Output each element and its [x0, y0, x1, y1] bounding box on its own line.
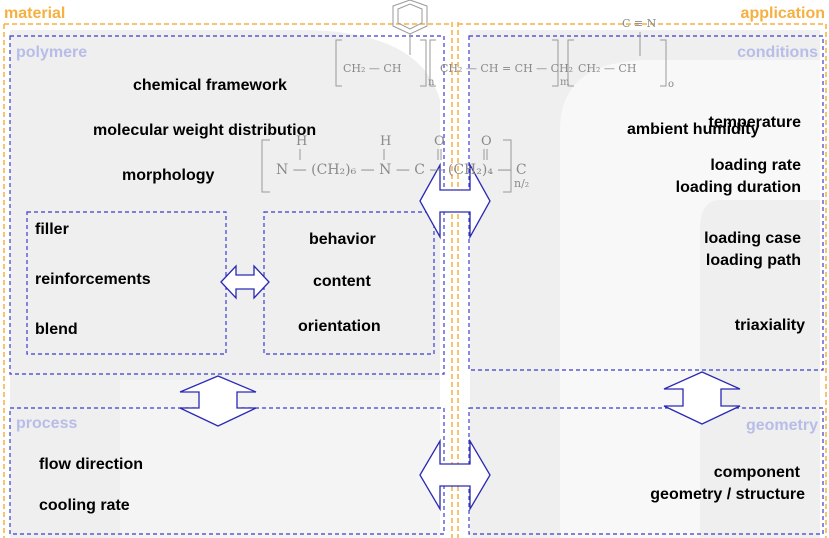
additives-item: blend — [35, 321, 78, 338]
conditions-box — [468, 35, 824, 371]
nylon-chain: N — (CH₂)₆ — N — C — (CH₂)₄ — C — [276, 162, 527, 178]
geometry-heading: geometry — [745, 417, 818, 434]
formula-subscript-m: m — [560, 77, 570, 88]
formula-group: CH — [618, 62, 637, 75]
nylon-h1: H — [296, 134, 308, 149]
nylon-h2: H — [380, 134, 392, 149]
formula-group: CH₂ — [440, 62, 463, 75]
additives-item: filler — [35, 221, 69, 238]
formula-group: CH₂ — [550, 62, 574, 75]
formula-middle: CH₂ — CH = CH — CH₂ — [440, 62, 574, 75]
formula-subscript-o: o — [668, 79, 675, 90]
properties-item: orientation — [298, 318, 381, 335]
process-item: flow direction — [39, 456, 143, 473]
formula-group: CH — [383, 62, 402, 75]
polymere-item: chemical framework — [133, 77, 287, 94]
benzene-ring — [392, 0, 428, 35]
formula-group: CH — [480, 62, 499, 75]
additives-item: reinforcements — [35, 271, 151, 288]
conditions-item: ambient humidity — [627, 121, 760, 138]
process-heading: process — [16, 415, 78, 432]
properties-item: content — [313, 273, 371, 290]
polymere-heading: polymere — [16, 44, 88, 61]
arrow-process-geometry — [419, 438, 491, 512]
formula-group: CH — [514, 62, 533, 75]
nylon-subscript: n/₂ — [514, 177, 530, 190]
arrow-additives-properties — [220, 264, 270, 300]
arrow-polymere-process — [179, 375, 257, 427]
conditions-item: loading rate — [710, 157, 801, 174]
formula-top: CH₂ — CH — [343, 62, 402, 75]
conditions-item: loading case — [704, 230, 801, 247]
nylon-o1: O — [434, 134, 445, 149]
conditions-item: temperature — [708, 114, 801, 131]
formula-right: CH₂ — CH — [578, 62, 637, 75]
conditions-heading: conditions — [737, 44, 818, 61]
polymere-item: morphology — [122, 167, 215, 184]
section-application: application — [740, 5, 825, 22]
conditions-item: triaxiality — [734, 317, 805, 334]
conditions-item: loading duration — [675, 179, 801, 196]
conditions-item: loading path — [705, 252, 801, 269]
formula-group: CH₂ — [343, 62, 366, 75]
geometry-item: geometry / structure — [650, 486, 805, 503]
arrow-polymere-conditions — [419, 162, 491, 240]
formula-cyano: C ≡ N — [622, 17, 657, 30]
formula-group: CH₂ — [578, 62, 601, 75]
properties-item: behavior — [309, 231, 376, 248]
arrow-conditions-geometry — [663, 371, 741, 425]
geometry-item: component — [713, 464, 800, 481]
formula-subscript-n: n — [428, 77, 435, 88]
nylon-o2: O — [481, 134, 492, 149]
process-item: cooling rate — [39, 497, 130, 514]
polymere-item: molecular weight distribution — [93, 122, 317, 139]
section-material: material — [4, 5, 66, 22]
